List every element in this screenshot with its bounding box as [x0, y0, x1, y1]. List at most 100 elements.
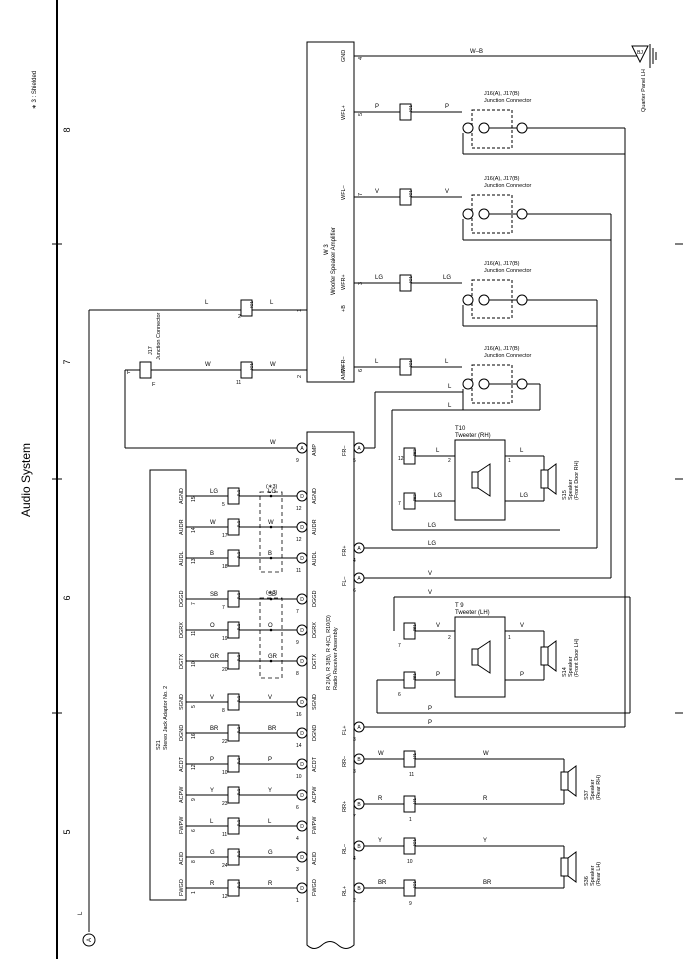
svg-text:7: 7 — [353, 814, 356, 820]
svg-text:7: 7 — [398, 501, 401, 507]
svg-text:AUDL: AUDL — [179, 551, 185, 566]
svg-text:GR: GR — [268, 654, 278, 660]
svg-text:ACPW: ACPW — [312, 786, 318, 803]
svg-text:V: V — [436, 623, 440, 629]
svg-text:ACID: ACID — [312, 852, 318, 865]
svg-text:SB: SB — [210, 592, 218, 598]
svg-text:W: W — [483, 751, 489, 757]
svg-text:T10: T10 — [455, 426, 466, 432]
svg-text:IC1: IC1 — [249, 363, 254, 371]
svg-text:AMP: AMP — [312, 444, 318, 456]
svg-text:W: W — [268, 520, 274, 526]
svg-text:V: V — [268, 695, 272, 701]
svg-text:Junction Connector: Junction Connector — [484, 98, 532, 104]
svg-text:B: B — [357, 886, 361, 892]
svg-text:2: 2 — [238, 314, 241, 320]
svg-text:RL–: RL– — [342, 843, 348, 854]
junction-connector-group: J16(A), J17(B) Junction Connector — [375, 346, 541, 411]
svg-text:3: 3 — [353, 769, 356, 775]
footnote: ∗ 3 : Shielded — [32, 71, 38, 109]
svg-text:Y: Y — [210, 788, 214, 794]
svg-text:FWGD: FWGD — [312, 879, 318, 896]
svg-text:IL1: IL1 — [236, 850, 241, 857]
junction-connector-group: J16(A), J17(B) Junction Connector — [462, 91, 626, 727]
svg-text:IL1: IL1 — [236, 623, 241, 630]
svg-text:4: 4 — [353, 558, 356, 564]
svg-text:B: B — [357, 802, 361, 808]
svg-text:A: A — [357, 546, 361, 552]
svg-text:B: B — [210, 551, 214, 557]
svg-text:1: 1 — [191, 891, 197, 894]
speaker-front-lh: S14 Speaker (Front Door LH) — [540, 631, 580, 680]
svg-text:D: D — [300, 597, 304, 603]
svg-text:IB1: IB1 — [412, 624, 417, 631]
svg-text:R: R — [210, 881, 215, 887]
svg-text:Speaker: Speaker — [568, 656, 574, 677]
svg-text:D: D — [300, 886, 304, 892]
svg-text:Junction Connector: Junction Connector — [484, 353, 532, 359]
svg-text:11: 11 — [236, 380, 241, 386]
svg-text:FWGD: FWGD — [179, 879, 185, 896]
svg-text:4: 4 — [353, 856, 356, 862]
svg-text:IC1: IC1 — [408, 360, 413, 368]
speaker-front-rh: S15 Speaker (Front Door RH) — [540, 456, 580, 501]
svg-text:R: R — [483, 796, 488, 802]
svg-text:D: D — [300, 494, 304, 500]
svg-text:V: V — [428, 571, 432, 577]
svg-text:Junction Connector: Junction Connector — [156, 312, 162, 360]
svg-text:Tweeter (RH): Tweeter (RH) — [455, 433, 491, 439]
svg-text:DGGD: DGGD — [312, 590, 318, 607]
svg-text:11: 11 — [222, 832, 227, 838]
svg-text:Radio Receiver Assembly: Radio Receiver Assembly — [333, 627, 339, 690]
svg-text:L: L — [78, 911, 84, 915]
svg-text:FWPW: FWPW — [179, 816, 185, 834]
svg-text:FWPW: FWPW — [312, 816, 318, 834]
svg-text:W: W — [210, 520, 216, 526]
svg-text:Y: Y — [378, 838, 382, 844]
svg-text:5: 5 — [358, 113, 364, 116]
amp-supply-wires: IC1 2 L L IC1 11 W W J17 Junction Connec… — [124, 299, 307, 449]
svg-text:AUDR: AUDR — [179, 519, 185, 535]
svg-text:18: 18 — [222, 564, 228, 570]
zone-number: 7 — [62, 359, 72, 364]
svg-text:AMP+: AMP+ — [341, 365, 347, 380]
svg-text:P: P — [436, 672, 440, 678]
svg-text:7: 7 — [398, 643, 401, 649]
svg-text:D: D — [300, 556, 304, 562]
svg-text:BR: BR — [378, 880, 387, 886]
svg-text:Speaker: Speaker — [590, 865, 596, 886]
svg-text:1: 1 — [409, 817, 412, 823]
svg-text:10: 10 — [222, 770, 228, 776]
svg-text:4: 4 — [358, 57, 364, 60]
svg-text:F: F — [152, 382, 156, 388]
svg-text:IL1: IL1 — [236, 726, 241, 733]
zone-number: 6 — [62, 595, 72, 600]
svg-text:SB: SB — [268, 592, 276, 598]
svg-text:J17: J17 — [148, 346, 154, 355]
svg-text:P: P — [428, 706, 432, 712]
svg-text:P: P — [445, 104, 449, 110]
svg-text:R 2(A), R 3(B), R 4(C), R10(D): R 2(A), R 3(B), R 4(C), R10(D) — [326, 615, 332, 690]
svg-text:A: A — [87, 938, 93, 942]
svg-text:13: 13 — [191, 558, 197, 564]
svg-text:ACDT: ACDT — [312, 756, 318, 772]
svg-text:IL1: IL1 — [236, 592, 241, 599]
svg-text:P: P — [375, 104, 379, 110]
svg-text:2: 2 — [297, 375, 303, 378]
svg-text:R: R — [378, 796, 383, 802]
svg-text:IB1: IB1 — [412, 673, 417, 680]
svg-text:LG: LG — [268, 489, 276, 495]
svg-text:ACPW: ACPW — [179, 786, 185, 803]
svg-text:WFR–: WFR– — [341, 355, 347, 372]
svg-text:IJ1: IJ1 — [412, 752, 417, 759]
svg-text:Y: Y — [268, 788, 272, 794]
svg-text:Speaker: Speaker — [590, 779, 596, 800]
svg-text:LG: LG — [375, 275, 383, 281]
